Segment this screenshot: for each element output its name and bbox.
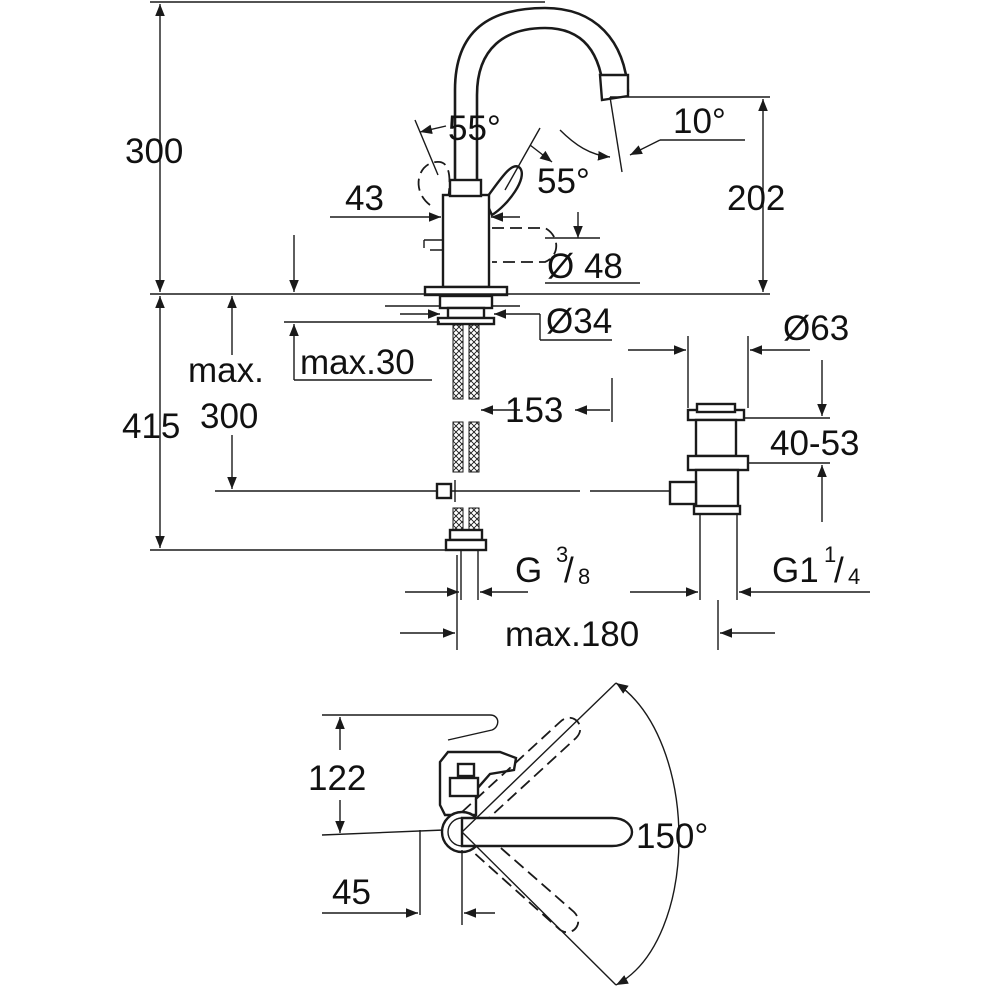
lever-right-position [492, 227, 558, 263]
faucet-front-view [150, 6, 770, 600]
label-waste-diameter: Ø63 [783, 309, 849, 348]
dimension-labels: 300 55° 10° 55° 202 43 Ø 48 Ø34 Ø63 max.… [122, 102, 860, 912]
label-under-deck-total: 415 [122, 407, 180, 446]
label-waste-range: 40-53 [770, 424, 860, 463]
fraction-slash-supply: / [564, 551, 574, 590]
label-lever-reach: 122 [308, 759, 366, 798]
label-max: max. [188, 351, 264, 390]
rod-connector [668, 480, 698, 506]
label-lever-angle-left: 55° [448, 109, 501, 148]
label-thread-waste-num: 1 [824, 542, 836, 567]
spout-tip [598, 73, 630, 102]
fraction-slash-waste: / [834, 551, 844, 590]
lever-left-position [417, 161, 451, 206]
hose-left [452, 324, 464, 400]
label-body-offset: 43 [345, 179, 384, 218]
label-body-diameter: Ø 48 [547, 247, 623, 286]
label-spout-height: 202 [727, 179, 785, 218]
label-max-deck-thickness: max.30 [300, 343, 415, 382]
label-thread-supply-main: G [515, 551, 542, 590]
lever-top-main [460, 816, 634, 848]
waste-fitting [668, 402, 750, 600]
label-thread-supply-den: 8 [578, 564, 590, 589]
label-lever-offset: 45 [332, 873, 371, 912]
label-spout-angle: 10° [673, 102, 726, 141]
label-height-total: 300 [125, 132, 183, 171]
lever-main [483, 165, 523, 217]
popup-knob [423, 239, 443, 251]
waste-nut [686, 454, 750, 472]
mixer-body [441, 193, 491, 289]
label-rotation-angle: 150° [636, 817, 708, 856]
hose-right [468, 324, 480, 400]
rotation-arc [615, 682, 680, 986]
faucet-top-view [321, 682, 680, 986]
label-rod-distance: 153 [505, 391, 563, 430]
label-thread-waste-main: G1 [772, 551, 819, 590]
label-lever-angle-right: 55° [537, 162, 590, 201]
supply-nut [448, 528, 484, 542]
spout [453, 6, 630, 180]
front-dimensions [150, 1, 870, 650]
label-thread-waste-den: 4 [848, 564, 860, 589]
label-thread-supply-num: 3 [556, 542, 568, 567]
label-hole-diameter: Ø34 [546, 302, 612, 341]
label-max-depth-below: 300 [200, 397, 258, 436]
label-max-width: max.180 [505, 615, 639, 654]
